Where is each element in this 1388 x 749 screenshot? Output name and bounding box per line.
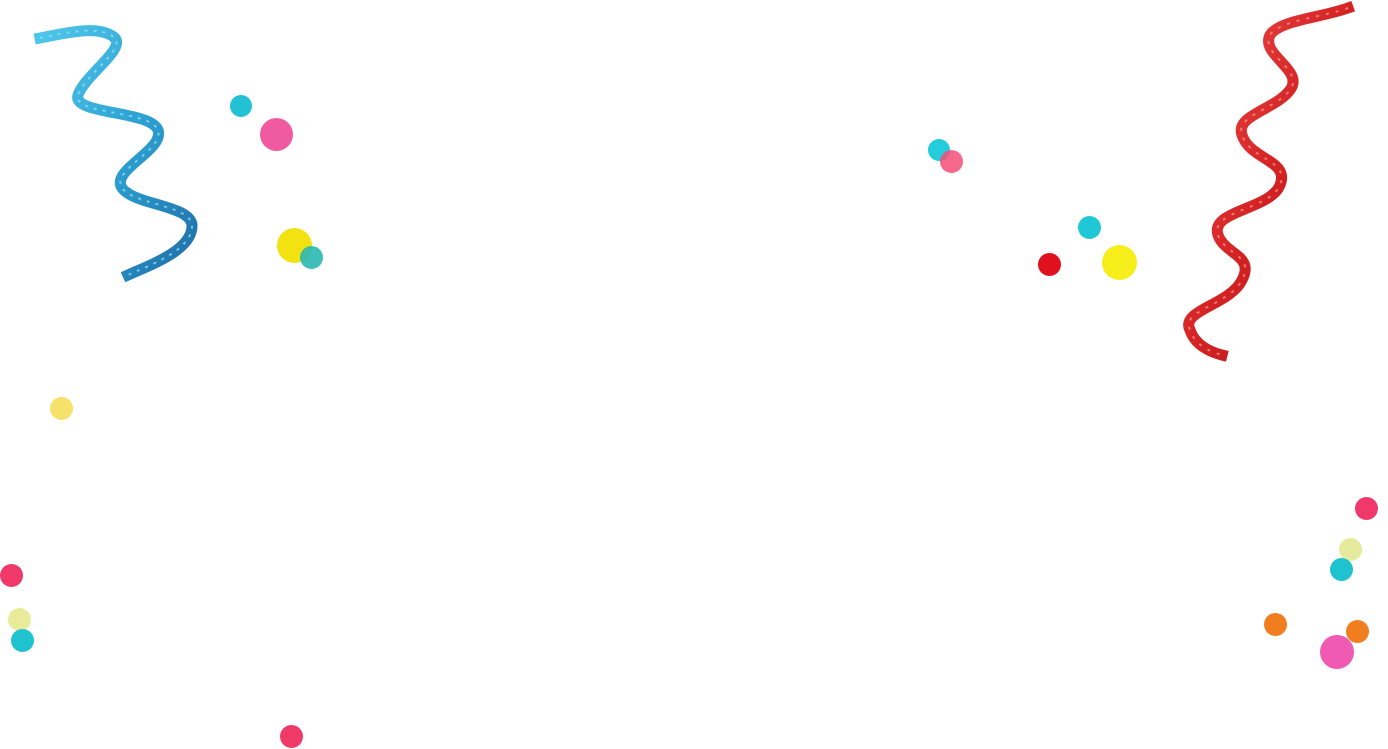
- confetti-dot-icon: [1038, 253, 1061, 276]
- confetti-dot-icon: [1355, 497, 1378, 520]
- confetti-dot-icon: [8, 608, 31, 631]
- confetti-dot-icon: [1330, 558, 1353, 581]
- blue-ribbon-icon: [33, 25, 198, 283]
- confetti-dot-icon: [0, 564, 23, 587]
- confetti-dot-icon: [940, 150, 963, 173]
- confetti-dot-icon: [50, 397, 73, 420]
- confetti-dot-icon: [1346, 620, 1369, 643]
- confetti-dot-icon: [1320, 635, 1354, 669]
- confetti-dot-icon: [11, 629, 34, 652]
- confetti-dot-icon: [300, 246, 323, 269]
- confetti-dot-icon: [280, 725, 303, 748]
- confetti-dot-icon: [1264, 613, 1287, 636]
- confetti-dot-icon: [1102, 245, 1137, 280]
- confetti-dot-icon: [1339, 538, 1362, 561]
- confetti-dot-icon: [1078, 216, 1101, 239]
- red-ribbon-icon: [1183, 0, 1356, 362]
- confetti-dot-icon: [260, 118, 293, 151]
- confetti-dot-icon: [230, 95, 252, 117]
